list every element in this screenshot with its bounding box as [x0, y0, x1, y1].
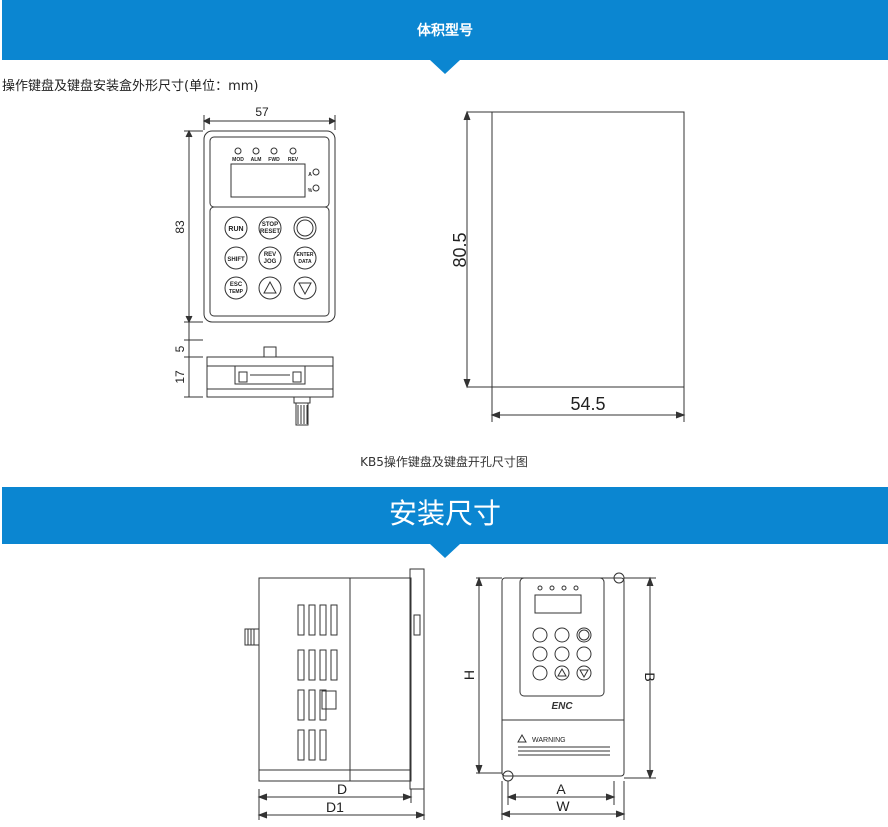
led-label-alm: ALM [251, 157, 262, 163]
dim-b-label: B [642, 672, 658, 681]
figure-caption: KB5操作键盘及键盘开孔尺寸图 [360, 455, 528, 469]
install-side-view: D D1 [244, 568, 426, 820]
key-rev-jog: REV [264, 252, 276, 258]
cutout-height-label: 80.5 [450, 232, 470, 267]
key-rev-jog-2: JOG [264, 259, 277, 265]
section-banner-install: 安装尺寸 [2, 487, 888, 558]
banner-arrow [430, 544, 460, 558]
section-title-size: 体积型号 [417, 23, 473, 39]
intro-text: 操作键盘及键盘安装盒外形尺寸(单位：mm) [2, 79, 259, 94]
key-esc-temp-2: TEMP [229, 289, 244, 295]
keypad-drawing: 57 83 5 17 MOD ALM FWD REV A % RUN STOP … [173, 105, 337, 426]
warning-label: WARNING [532, 737, 566, 744]
dim-a-label: A [556, 781, 566, 797]
key-run: RUN [228, 226, 243, 233]
dim-d1-label: D1 [326, 799, 344, 815]
key-enter-data-2: DATA [298, 259, 312, 265]
banner-arrow [430, 60, 460, 74]
section-title-install: 安装尺寸 [388, 497, 501, 530]
keypad-depth1-label: 5 [173, 345, 187, 352]
led-label-mod: MOD [232, 157, 244, 163]
keypad-depth2-label: 17 [173, 370, 187, 384]
key-stop-reset: STOP [262, 222, 278, 228]
brand-logo: ENC [551, 701, 573, 712]
cutout-width-label: 54.5 [570, 394, 605, 414]
keypad-width-label: 57 [255, 105, 269, 119]
side-led-label-a: A [308, 172, 312, 178]
key-esc-temp: ESC [230, 282, 243, 288]
side-led-label-pct: % [308, 188, 313, 194]
cutout-drawing: 80.5 54.5 [450, 110, 686, 422]
dim-w-label: W [556, 798, 570, 814]
key-enter-data: ENTER [297, 252, 314, 258]
key-shift: SHIFT [227, 257, 245, 263]
dim-d-label: D [337, 781, 347, 797]
install-front-view: ENC WARNING H B A W [461, 572, 658, 820]
dim-h-label: H [461, 670, 477, 680]
section-banner-size: 体积型号 [2, 0, 888, 74]
keypad-height-label: 83 [173, 220, 187, 234]
key-stop-reset-2: RESET [260, 229, 280, 235]
led-label-fwd: FWD [268, 157, 280, 163]
led-label-rev: REV [288, 157, 299, 163]
